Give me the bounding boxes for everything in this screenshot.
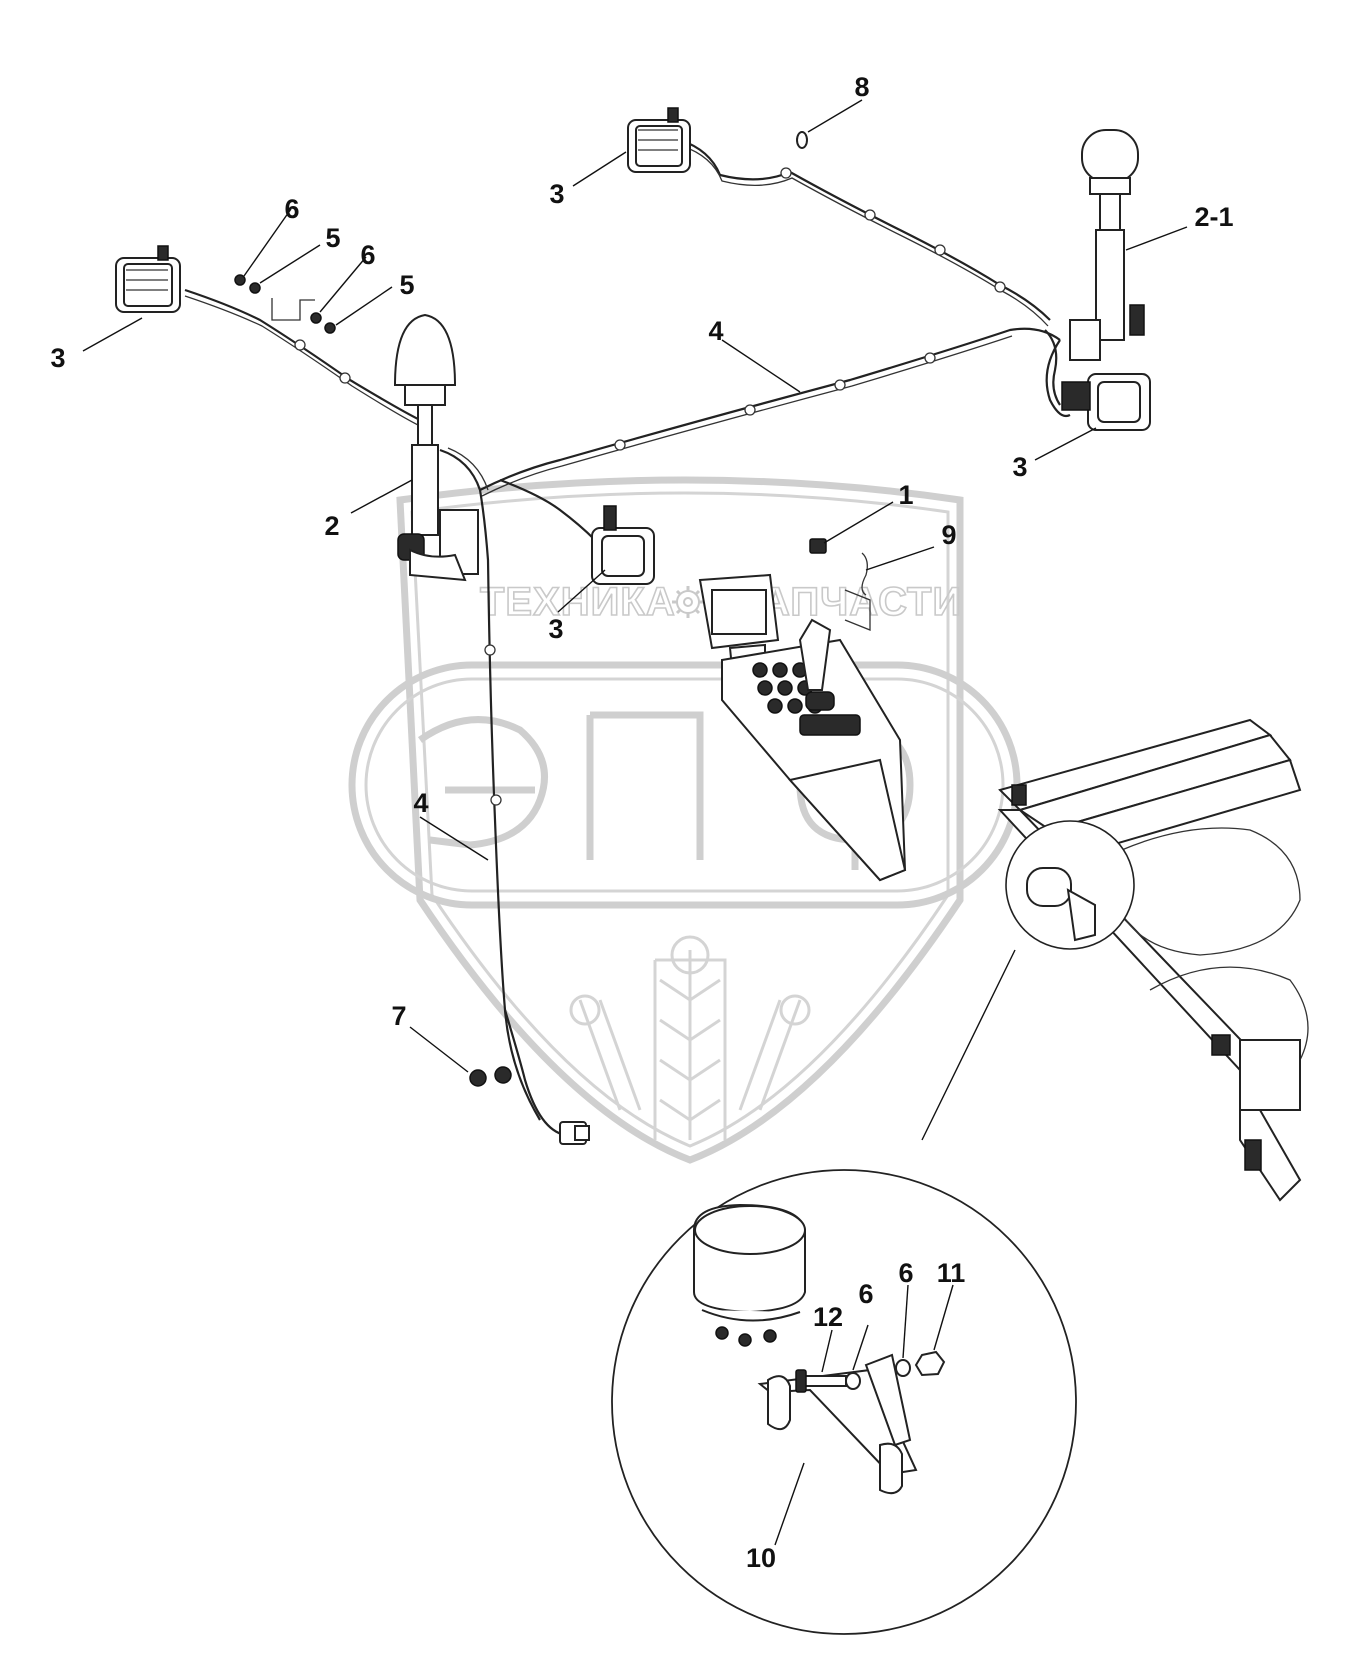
detail-circle-large (611, 1169, 1077, 1635)
callout-5-b: 5 (399, 270, 414, 300)
callout-3-top: 3 (549, 179, 564, 209)
callout-12: 12 (813, 1302, 843, 1332)
detail-circle-small (1005, 820, 1135, 950)
beacon-post-left (393, 313, 479, 582)
work-lamp-mid (591, 505, 655, 585)
callout-labels: 8 3 2-1 6 5 6 5 3 4 3 2 1 9 3 4 7 12 6 6… (50, 72, 1233, 1573)
callout-6-a: 6 (284, 194, 299, 224)
callout-4-top: 4 (708, 316, 723, 346)
work-lamp-top (627, 107, 691, 173)
callout-4-low: 4 (413, 788, 428, 818)
callout-7: 7 (391, 1001, 406, 1031)
callout-1: 1 (898, 480, 913, 510)
small-fasteners (234, 131, 808, 1087)
beacon-post-right (1069, 129, 1145, 361)
work-lamp-right (1061, 373, 1151, 431)
mounting-frame (997, 718, 1309, 1202)
watermark-text-left: ТЕХНИКА (480, 580, 676, 624)
callout-6-d: 6 (898, 1258, 913, 1288)
callout-10: 10 (746, 1543, 776, 1573)
callout-3-mid: 3 (548, 614, 563, 644)
callout-8: 8 (854, 72, 869, 102)
callout-6-c: 6 (858, 1279, 873, 1309)
callout-11: 11 (937, 1258, 966, 1288)
callout-5-a: 5 (325, 223, 340, 253)
callout-3-left: 3 (50, 343, 65, 373)
callout-2-1: 2-1 (1194, 202, 1233, 232)
gear-icon (672, 586, 704, 618)
callout-6-b: 6 (360, 240, 375, 270)
callout-3-right: 3 (1012, 452, 1027, 482)
watermark: ТЕХНИКА ЗАПЧАСТИ (348, 476, 1021, 1164)
callout-9: 9 (941, 520, 956, 550)
control-console (698, 538, 907, 882)
detail-leader-line (921, 949, 1016, 1141)
leader-lines (82, 99, 1188, 1546)
wiring-harness (184, 138, 1071, 1145)
work-lamp-left (115, 245, 181, 313)
callout-2: 2 (324, 511, 339, 541)
